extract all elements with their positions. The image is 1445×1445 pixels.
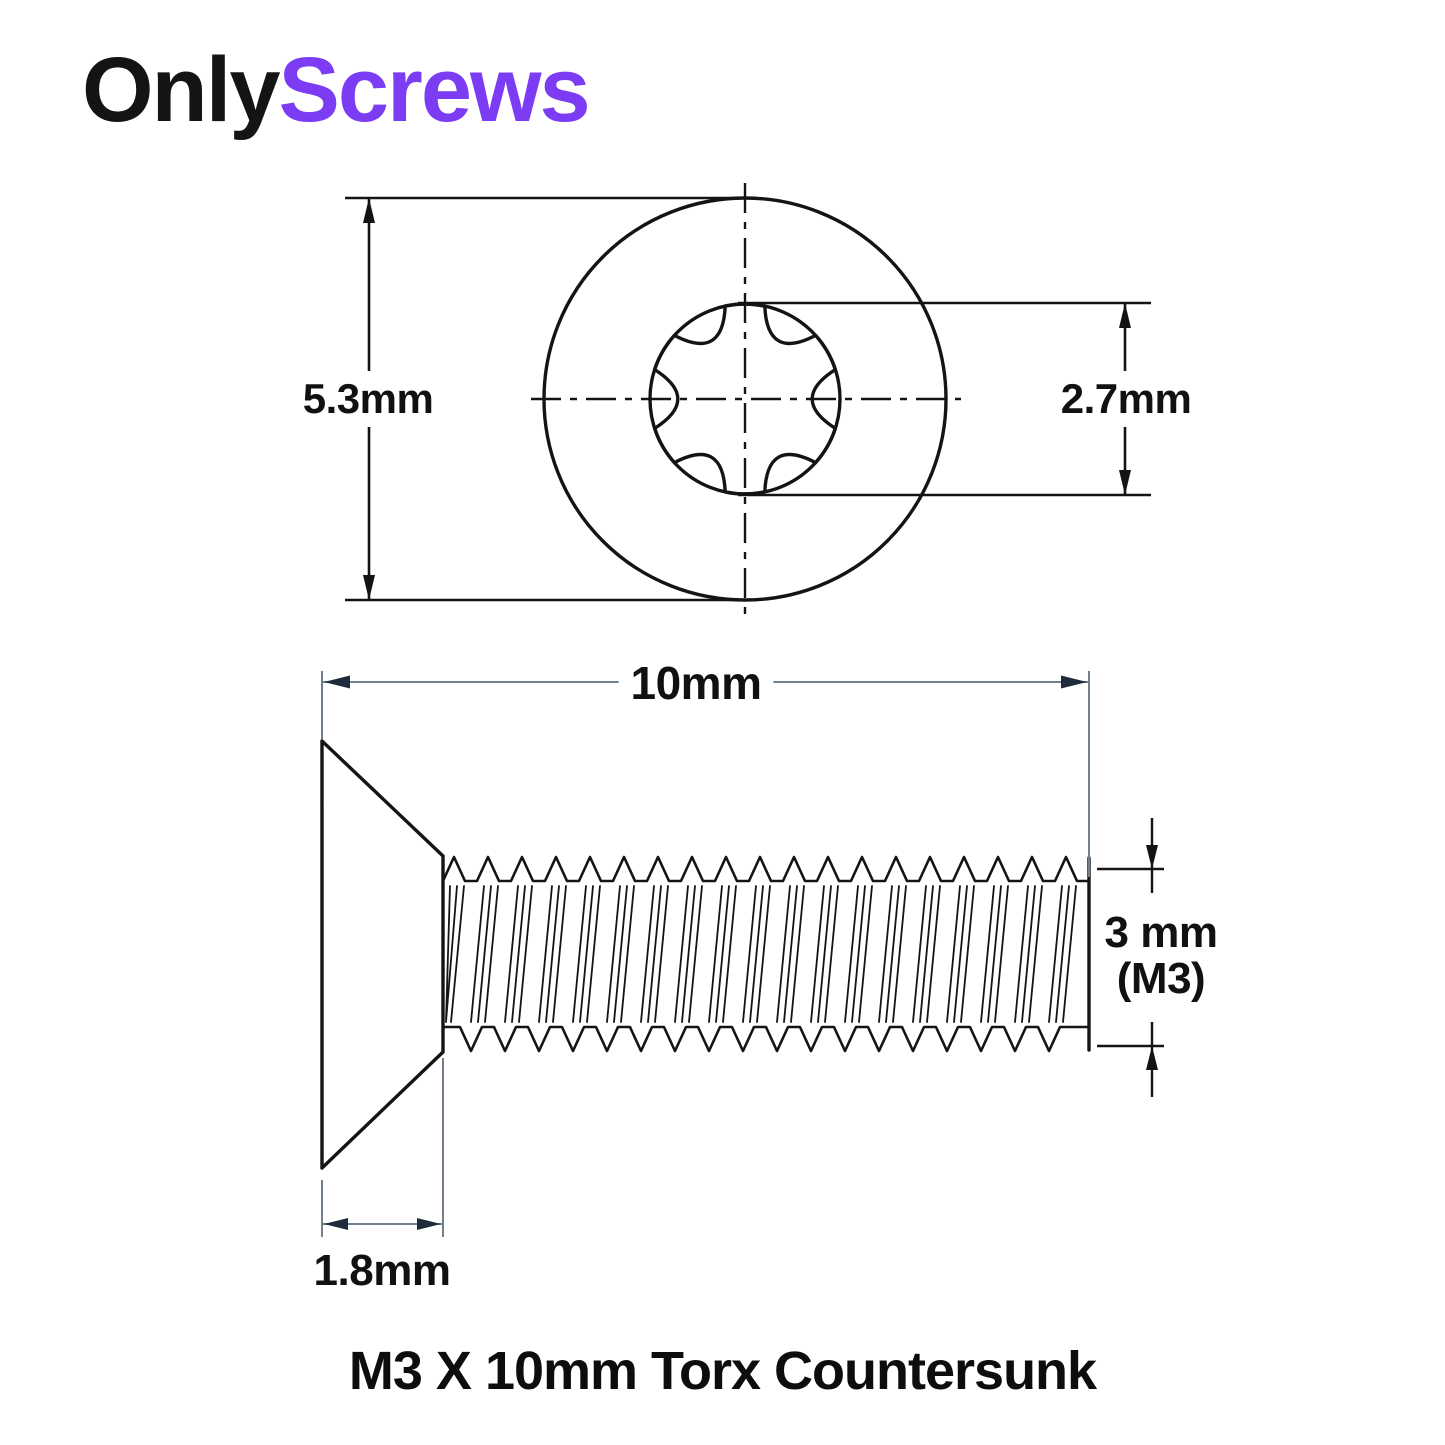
label-head-height: 1.8mm [301,1241,463,1301]
label-thread-diameter: 3 mm (M3) [1092,903,1230,1009]
label-socket-diameter: 2.7mm [1048,370,1204,428]
label-head-diameter: 5.3mm [290,370,446,428]
thread-bottom-profile [441,1025,1091,1053]
countersunk-head-outline [320,739,1091,1170]
brand-logo-prefix: Only [82,39,280,141]
label-thread-diameter-spec: (M3) [1116,954,1206,1003]
brand-logo: OnlyScrews [82,44,591,136]
torx-socket-outline [652,302,838,496]
dim-thread-diameter [1097,818,1164,1097]
brand-logo-suffix: Screws [278,39,590,141]
side-view [320,671,1164,1237]
product-caption: M3 X 10mm Torx Countersunk [348,1341,1097,1401]
dim-head-height [321,1058,444,1237]
top-view [345,183,1151,616]
thread-hatching [445,885,1077,1023]
label-overall-length: 10mm [618,652,774,714]
thread-top-profile [441,855,1091,883]
label-thread-diameter-value: 3 mm [1104,907,1218,957]
